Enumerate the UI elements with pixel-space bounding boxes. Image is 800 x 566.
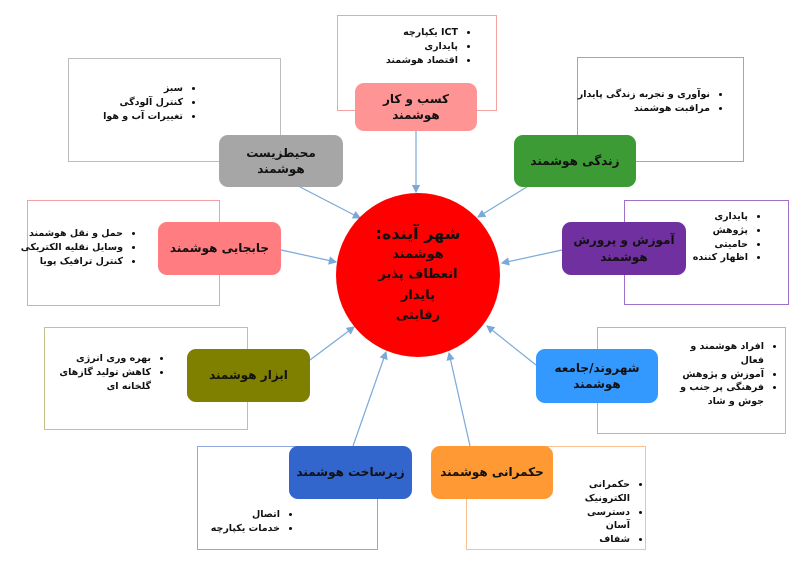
mobility-node[interactable]: جابجایی هوشمند bbox=[158, 222, 281, 275]
bullet-item: ICT یکپارچه bbox=[386, 26, 458, 40]
bullet-item: پژوهش bbox=[693, 224, 748, 238]
citizen-connector-arrow bbox=[486, 325, 537, 366]
environment-connector-arrow bbox=[299, 186, 362, 219]
bullet-item: آموزش و پژوهش bbox=[666, 368, 764, 382]
mobility-connector-arrow bbox=[280, 249, 338, 265]
bullet-item: نوآوری و تجربه زندگی پایدار bbox=[578, 88, 710, 102]
tools-node[interactable]: ابزار هوشمند bbox=[187, 349, 310, 402]
bullet-item: خدمات یکپارچه bbox=[211, 522, 280, 536]
education-items: پایداریپژوهشحامیتیاظهار کننده bbox=[693, 210, 760, 265]
business-items: ICT یکپارچهپایداریاقتصاد هوشمند bbox=[386, 26, 470, 67]
life-box bbox=[577, 57, 744, 162]
infrastructure-connector-arrow bbox=[352, 350, 388, 447]
bullet-item: اظهار کننده bbox=[693, 251, 748, 265]
environment-label: محیطزیست هوشمند bbox=[246, 145, 316, 176]
life-label: زندگی هوشمند bbox=[530, 153, 620, 168]
bullet-item: پایداری bbox=[693, 210, 748, 224]
citizen-items: افراد هوشمند و فعالآموزش و پژوهشفرهنگی پ… bbox=[666, 340, 776, 409]
education-label: آموزش و پرورش هوشمند bbox=[573, 233, 675, 264]
hub-title: شهر آینده: bbox=[375, 224, 461, 244]
life-node[interactable]: زندگی هوشمند bbox=[514, 135, 636, 187]
bullet-item: مراقبت هوشمند bbox=[578, 102, 710, 116]
citizen-node[interactable]: شهروند/جامعه هوشمند bbox=[536, 349, 658, 403]
tools-label: ابزار هوشمند bbox=[209, 368, 288, 383]
hub-line: هوشمند bbox=[392, 247, 444, 263]
bullet-item: کاهش تولید گازهای گلخانه ای bbox=[51, 366, 151, 394]
governance-items: حکمرانی الکترونیکدسترسی آسانشفاف bbox=[562, 478, 642, 547]
infrastructure-node[interactable]: زیرساخت هوشمند bbox=[289, 446, 412, 499]
infrastructure-items: اتصالخدمات یکپارچه bbox=[211, 508, 292, 536]
business-node[interactable]: کسب و کار هوشمند bbox=[355, 83, 477, 131]
environment-items: سبزکنترل آلودگیتغییرات آب و هوا bbox=[103, 82, 195, 123]
hub-line: پایدار bbox=[400, 287, 436, 303]
tools-connector-arrow bbox=[309, 326, 355, 361]
bullet-item: افراد هوشمند و فعال bbox=[666, 340, 764, 368]
bullet-item: دسترسی آسان bbox=[562, 506, 630, 534]
bullet-item: پایداری bbox=[386, 40, 458, 54]
governance-node[interactable]: حکمرانی هوشمند bbox=[431, 446, 553, 499]
life-items: نوآوری و تجربه زندگی پایدارمراقبت هوشمند bbox=[578, 88, 722, 116]
bullet-item: شفاف bbox=[562, 533, 630, 547]
education-node[interactable]: آموزش و پرورش هوشمند bbox=[562, 222, 686, 275]
bullet-item: کنترل ترافیک پویا bbox=[21, 255, 123, 269]
bullet-item: فرهنگی پر جنب و جوش و شاد bbox=[666, 381, 764, 409]
bullet-item: سبز bbox=[103, 82, 183, 96]
infrastructure-label: زیرساخت هوشمند bbox=[296, 465, 405, 480]
bullet-item: اقتصاد هوشمند bbox=[386, 54, 458, 68]
hub-line: انعطاف پذیر bbox=[378, 267, 458, 283]
governance-label: حکمرانی هوشمند bbox=[440, 465, 544, 480]
future-city-hub: شهر آینده: هوشمند انعطاف پذیر پایدار رقا… bbox=[336, 193, 500, 357]
bullet-item: تغییرات آب و هوا bbox=[103, 110, 183, 124]
business-label: کسب و کار هوشمند bbox=[382, 91, 450, 122]
citizen-label: شهروند/جامعه هوشمند bbox=[554, 360, 640, 391]
bullet-item: حکمرانی الکترونیک bbox=[562, 478, 630, 506]
bullet-item: وسایل نقلیه الکتریکی bbox=[21, 241, 123, 255]
environment-node[interactable]: محیطزیست هوشمند bbox=[219, 135, 343, 187]
mobility-label: جابجایی هوشمند bbox=[169, 241, 270, 256]
life-connector-arrow bbox=[476, 184, 531, 218]
bullet-item: کنترل آلودگی bbox=[103, 96, 183, 110]
governance-connector-arrow bbox=[446, 351, 471, 447]
tools-items: بهره وری انرژیکاهش تولید گازهای گلخانه ا… bbox=[51, 352, 163, 393]
bullet-item: بهره وری انرژی bbox=[51, 352, 151, 366]
bullet-item: اتصال bbox=[211, 508, 280, 522]
bullet-item: حمل و نقل هوشمند bbox=[21, 227, 123, 241]
bullet-item: حامیتی bbox=[693, 238, 748, 252]
mobility-items: حمل و نقل هوشمندوسایل نقلیه الکتریکیکنتر… bbox=[21, 227, 135, 268]
hub-line: رقابتی bbox=[395, 307, 441, 323]
education-connector-arrow bbox=[500, 249, 563, 266]
